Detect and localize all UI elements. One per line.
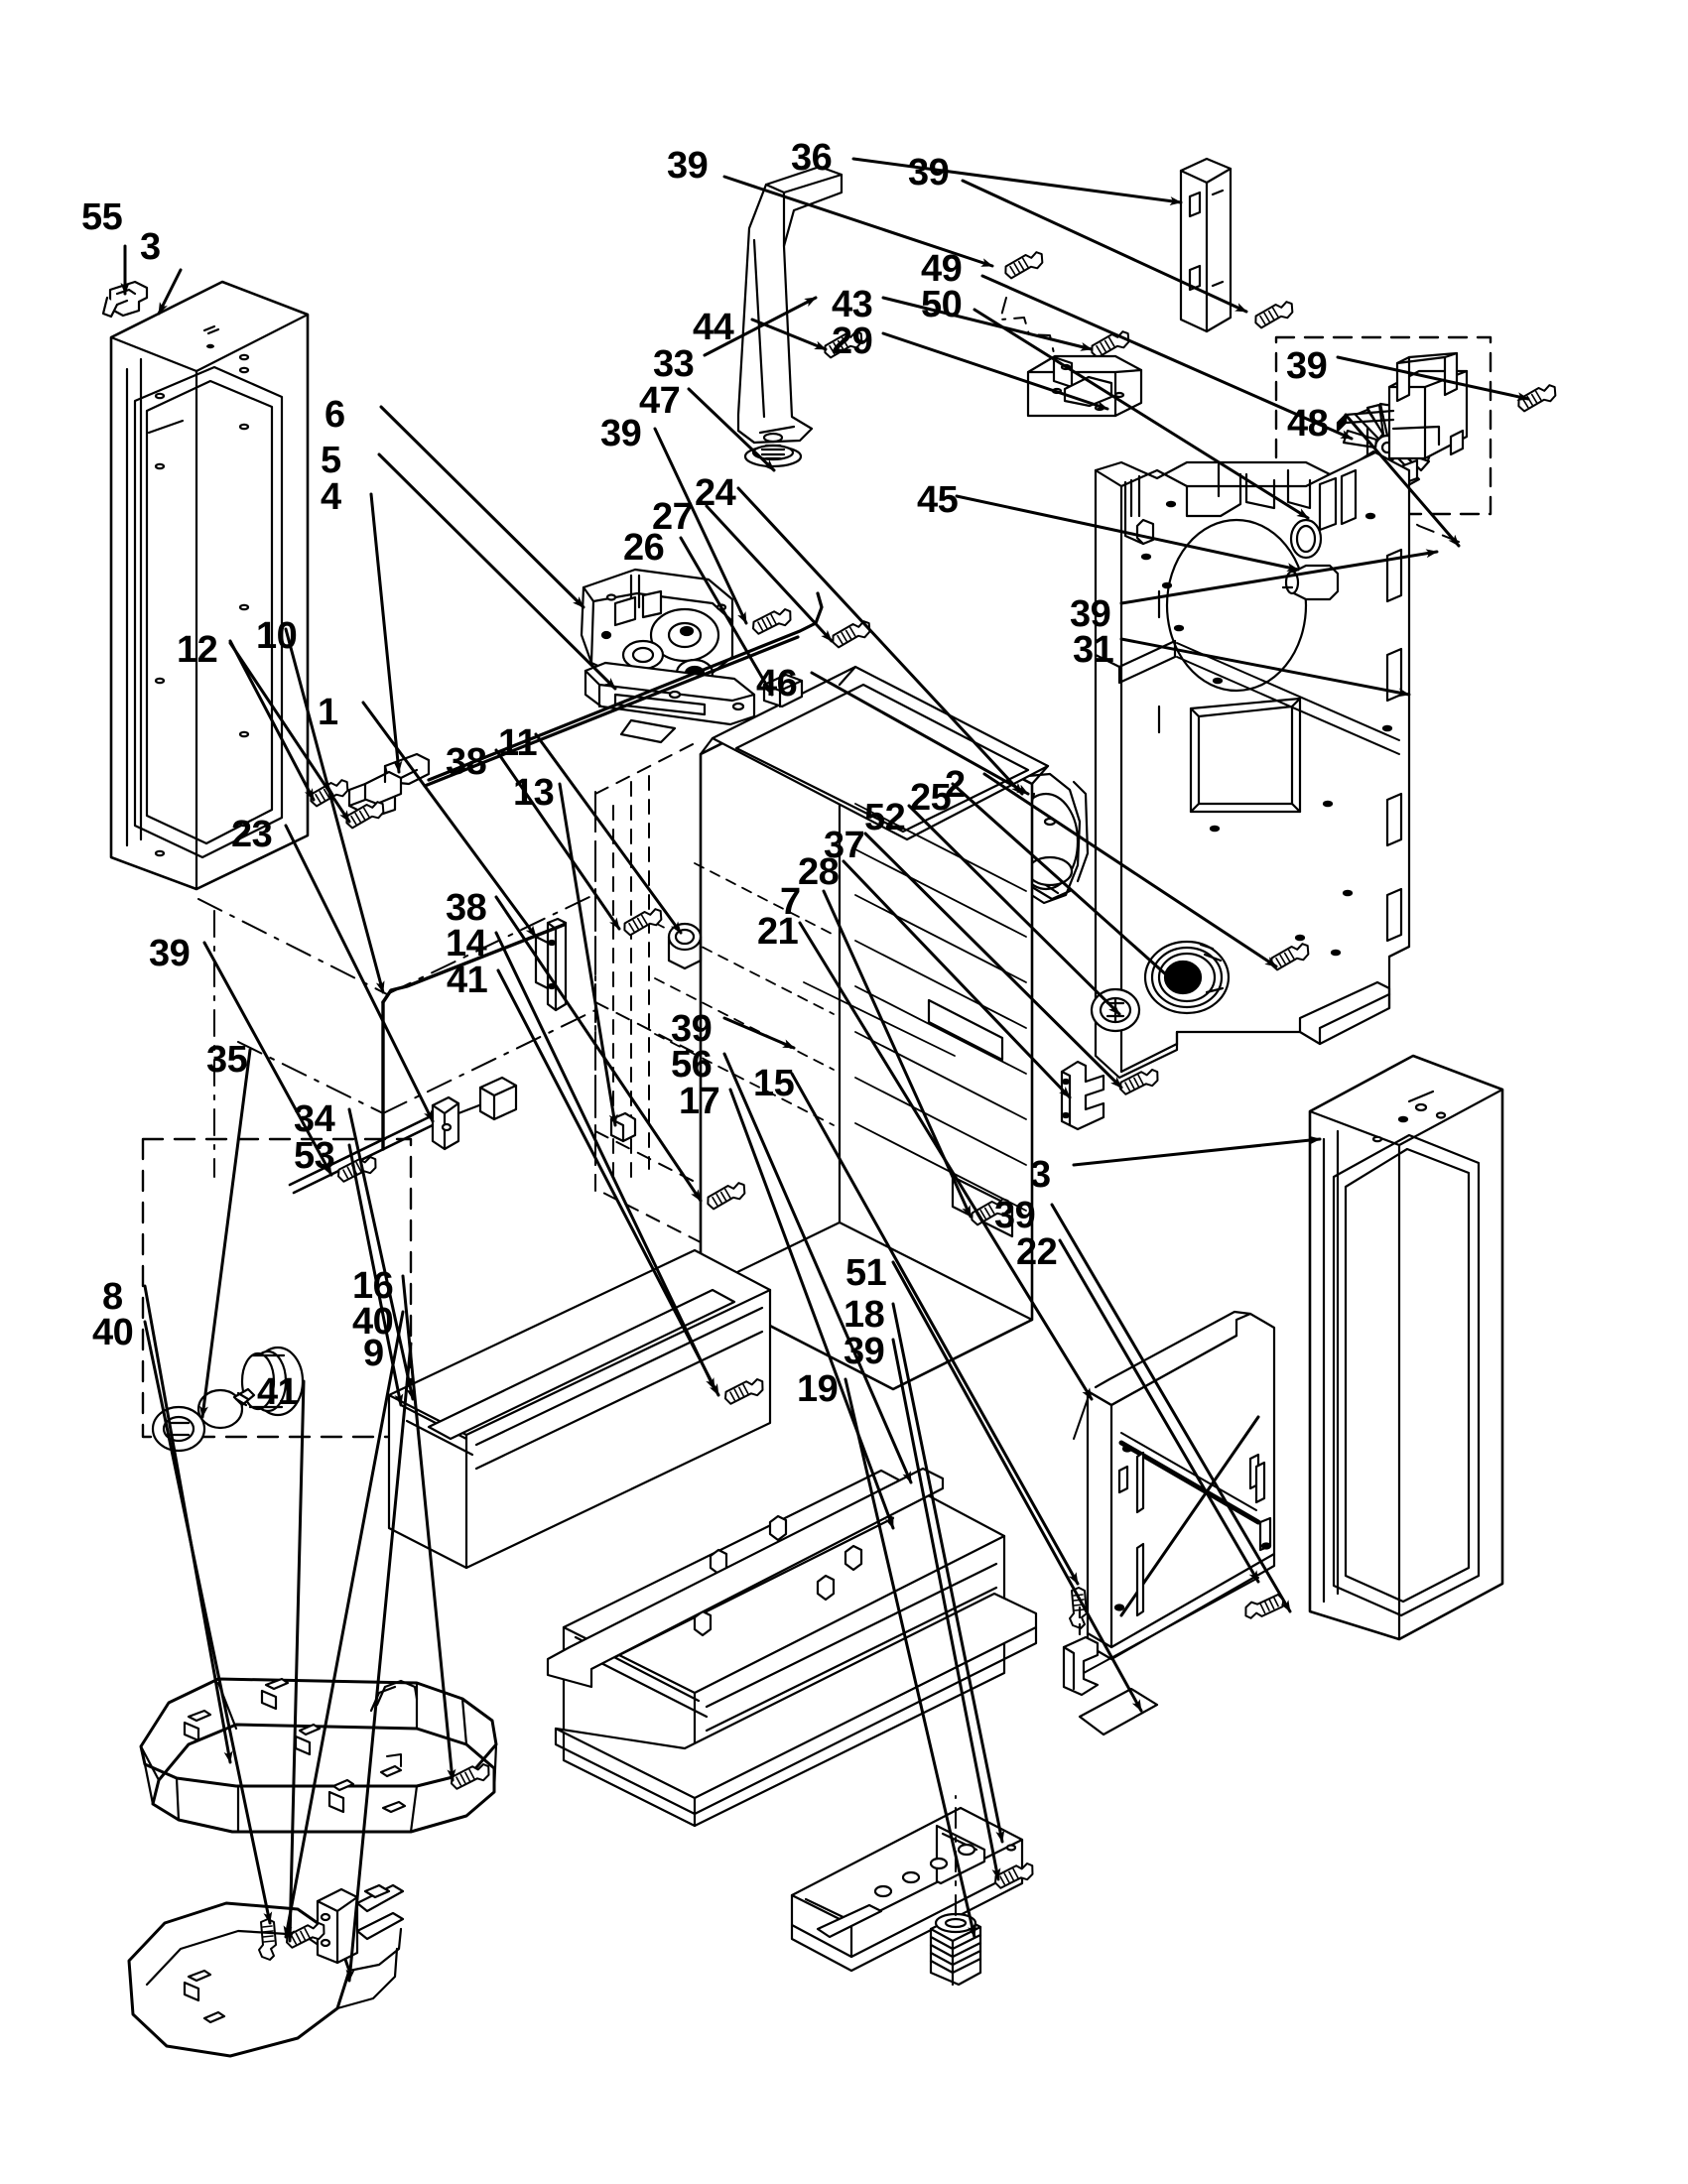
callout-22[interactable]: 22 (1016, 1231, 1058, 1273)
sensor-clip-4 (347, 752, 431, 818)
callout-19[interactable]: 19 (797, 1368, 839, 1410)
callout-25[interactable]: 25 (910, 777, 952, 819)
screw-16 (447, 1759, 494, 1793)
screw-40-a (257, 1917, 278, 1962)
rating-plate-51 (1078, 1687, 1159, 1736)
broiler-pan-53 (387, 1248, 772, 1570)
callout-52[interactable]: 52 (864, 797, 906, 838)
callout-56[interactable]: 56 (671, 1044, 713, 1086)
rear-chassis-panel-31 (1094, 450, 1411, 1080)
oven-cavity (534, 665, 1050, 1391)
blower-seal-25 (1143, 940, 1231, 1015)
wire-clip-26 (762, 673, 804, 708)
callout-24[interactable]: 24 (695, 472, 736, 514)
callout-16[interactable]: 16 (352, 1265, 394, 1307)
light-socket-ring (151, 1405, 206, 1453)
left-door-frame (109, 280, 310, 891)
callout-38-b[interactable]: 38 (446, 887, 487, 929)
screw-39-tr (1250, 297, 1298, 332)
callout-50[interactable]: 50 (921, 284, 963, 325)
callout-38-a[interactable]: 38 (446, 741, 487, 783)
callout-49[interactable]: 49 (921, 248, 963, 290)
callout-55[interactable]: 55 (81, 196, 123, 238)
callout-51[interactable]: 51 (845, 1252, 887, 1294)
bottom-lower-panel (554, 1592, 1038, 1816)
callout-14[interactable]: 14 (446, 923, 487, 964)
callout-21[interactable]: 21 (757, 911, 799, 953)
fan-motor (1336, 351, 1469, 486)
callout-8[interactable]: 8 (102, 1276, 123, 1318)
mounting-channel-29 (1026, 354, 1143, 418)
callout-39-a[interactable]: 39 (667, 145, 709, 187)
drip-tray-56 (546, 1467, 945, 1689)
callout-45[interactable]: 45 (917, 479, 959, 521)
callout-41-b[interactable]: 41 (257, 1371, 299, 1413)
callout-23[interactable]: 23 (231, 814, 273, 855)
callout-35[interactable]: 35 (206, 1039, 248, 1081)
callout-39-b[interactable]: 39 (908, 152, 950, 193)
callout-44[interactable]: 44 (693, 307, 734, 348)
anti-tip-bracket-15 (1062, 1635, 1100, 1697)
right-side-panel-21 (1073, 1310, 1276, 1661)
leveling-foot-47 (743, 444, 803, 468)
right-door-frame (1308, 1054, 1504, 1641)
callout-40-b[interactable]: 40 (352, 1301, 394, 1343)
callout-43[interactable]: 43 (832, 284, 873, 325)
callout-39-c[interactable]: 39 (1286, 345, 1328, 387)
bracket-28 (1060, 1060, 1105, 1131)
temperature-sensor-23 (288, 1076, 518, 1195)
light-bulb (196, 1387, 256, 1430)
screw-38-upper (619, 904, 667, 940)
callout-29[interactable]: 29 (832, 321, 873, 362)
callout-39-h[interactable]: 39 (994, 1195, 1036, 1236)
light-lens-cover (240, 1346, 305, 1417)
callout-40-a[interactable]: 40 (92, 1312, 134, 1353)
callout-10[interactable]: 10 (256, 615, 298, 657)
callout-47[interactable]: 47 (639, 380, 681, 422)
callout-3-right[interactable]: 3 (1030, 1154, 1051, 1196)
callout-41-a[interactable]: 41 (447, 960, 488, 1001)
callout-27[interactable]: 27 (652, 496, 694, 538)
callout-7[interactable]: 7 (780, 881, 801, 923)
callout-3-left[interactable]: 3 (140, 226, 161, 268)
callout-6[interactable]: 6 (325, 394, 345, 436)
oven-thermostat-6 (580, 568, 756, 744)
callout-53[interactable]: 53 (294, 1135, 335, 1177)
callout-33[interactable]: 33 (653, 343, 695, 385)
screw-39-top (1000, 247, 1048, 283)
callout-39-i[interactable]: 39 (844, 1331, 885, 1372)
callout-46[interactable]: 46 (756, 663, 798, 705)
callout-4[interactable]: 4 (321, 476, 341, 518)
callout-37[interactable]: 37 (824, 825, 865, 866)
callout-2[interactable]: 2 (945, 764, 966, 806)
leg-bracket-18 (790, 1806, 1024, 1973)
light-socket-11 (667, 922, 703, 970)
callout-39-g[interactable]: 39 (671, 1008, 713, 1050)
trim-bracket-36 (1179, 157, 1233, 333)
callout-11[interactable]: 11 (498, 722, 538, 764)
callout-1[interactable]: 1 (318, 692, 338, 733)
callout-48[interactable]: 48 (1287, 403, 1329, 445)
callout-9[interactable]: 9 (363, 1333, 384, 1374)
callout-17[interactable]: 17 (679, 1081, 720, 1122)
callout-28[interactable]: 28 (798, 851, 840, 893)
callout-15[interactable]: 15 (753, 1063, 795, 1104)
callout-31[interactable]: 31 (1073, 629, 1114, 671)
callout-12[interactable]: 12 (177, 629, 218, 671)
screw-27 (828, 616, 875, 652)
callout-18[interactable]: 18 (844, 1294, 885, 1336)
callout-39-e[interactable]: 39 (1070, 593, 1111, 635)
bake-element-9 (127, 1883, 405, 2058)
screw-39-thermostat (748, 604, 796, 638)
callout-39-f[interactable]: 39 (149, 933, 191, 974)
callout-5[interactable]: 5 (321, 440, 341, 481)
oven-light-assembly-35 (141, 1137, 413, 1453)
callout-39-d[interactable]: 39 (600, 413, 642, 454)
callout-36[interactable]: 36 (791, 137, 833, 179)
callout-13[interactable]: 13 (513, 772, 555, 814)
callout-26[interactable]: 26 (623, 527, 665, 569)
callout-34[interactable]: 34 (294, 1098, 335, 1140)
handle-bracket-33 (736, 165, 844, 445)
